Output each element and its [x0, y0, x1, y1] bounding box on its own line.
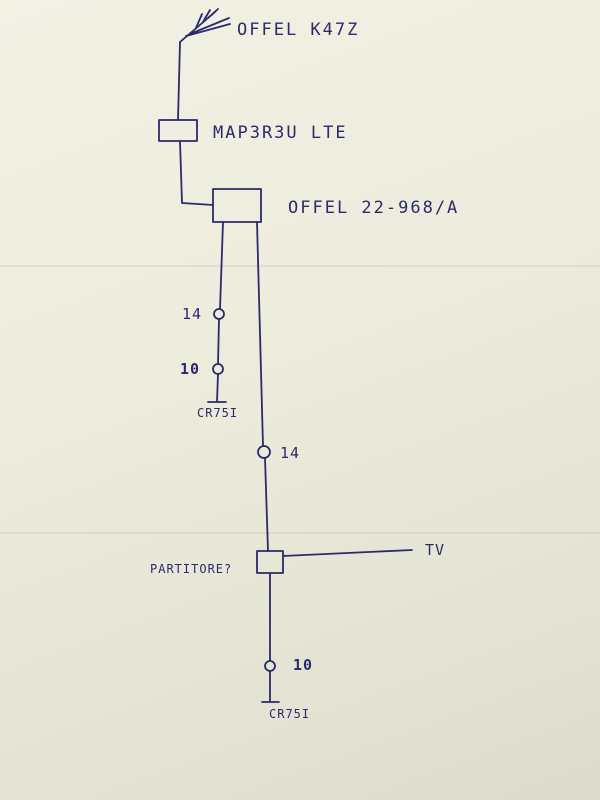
cable-right-mid	[264, 457, 269, 552]
right-connector-bottom-label: 10	[293, 656, 314, 674]
right-connector-top-label: 14	[280, 444, 301, 462]
cable-antenna-modem	[177, 41, 181, 121]
antenna-icon	[179, 8, 231, 43]
splitter-box	[256, 550, 284, 574]
connector-right-10	[264, 660, 276, 672]
cable-left-end	[207, 373, 227, 403]
cable-left-mid	[217, 318, 220, 365]
modem-box	[158, 119, 198, 142]
cable-tv	[282, 549, 413, 557]
cable-right-end	[261, 670, 280, 703]
connector-left-14	[213, 308, 225, 320]
left-termination-label: CR75I	[197, 406, 239, 420]
paper-fold	[0, 532, 600, 534]
adapter-box	[212, 188, 262, 223]
left-connector-bottom-label: 10	[180, 360, 201, 378]
cable-right-branch	[256, 221, 264, 447]
tv-label: TV	[425, 541, 446, 559]
cable-left-branch	[219, 221, 224, 310]
paper-fold	[0, 265, 600, 267]
connector-right-14	[257, 445, 271, 459]
cable-modem-adapter	[179, 140, 214, 206]
left-connector-top-label: 14	[182, 305, 203, 323]
antenna-label: OFFEL K47Z	[237, 20, 360, 40]
splitter-label: PARTITORE?	[150, 562, 233, 576]
adapter-label: OFFEL 22-968/A	[288, 198, 460, 218]
right-termination-label: CR75I	[269, 707, 311, 721]
modem-label: MAP3R3U LTE	[213, 123, 348, 143]
connector-left-10	[212, 363, 224, 375]
